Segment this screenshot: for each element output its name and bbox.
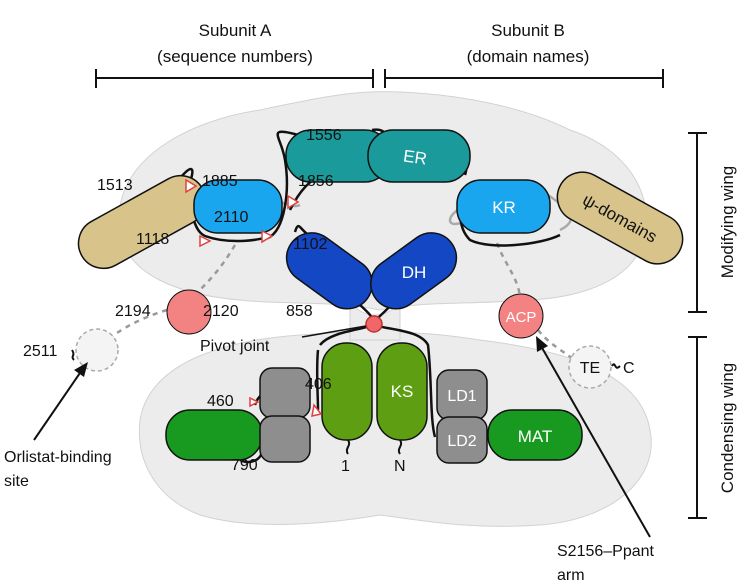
- seq-460: 460: [207, 393, 234, 410]
- condensing-wing-label: Condensing wing: [718, 363, 737, 493]
- subunit-a-subtitle: (sequence numbers): [157, 47, 313, 66]
- te-label: TE: [580, 360, 600, 377]
- ld2-domain-subunit-a: [259, 415, 311, 463]
- seq-2120: 2120: [203, 303, 239, 320]
- seq-1118: 1118: [136, 231, 169, 248]
- ppant-label-line1: S2156–Ppant: [557, 543, 655, 560]
- annotation-orlistat: Orlistat-binding site: [4, 362, 112, 490]
- ld1-domain-subunit-a: [259, 367, 311, 419]
- subunit-a-title: Subunit A: [199, 21, 272, 40]
- seq-858: 858: [286, 303, 313, 320]
- sequence-number-labels: 1556 1856 1885 1513 2110 1118 1102 2194 …: [23, 127, 635, 475]
- mat-domain-subunit-b: MAT: [487, 409, 583, 461]
- dh-domain-subunit-a: [285, 232, 373, 310]
- te-domain: TE: [568, 345, 621, 389]
- modifying-wing-bracket: Modifying wing: [688, 132, 737, 313]
- seq-790: 790: [231, 457, 258, 474]
- termini-squiggles: [345, 439, 403, 455]
- dh-label: DH: [402, 263, 427, 282]
- mat-domain-subunit-a: [165, 409, 263, 461]
- er-label: ER: [402, 146, 428, 168]
- seq-1856: 1856: [298, 173, 334, 190]
- mat-label: MAT: [518, 427, 553, 446]
- kr-domain-subunit-b: KR: [456, 179, 551, 234]
- subunit-a-bracket: [95, 69, 374, 88]
- pivot-joint-marker: [365, 315, 383, 333]
- seq-2110: 2110: [214, 209, 249, 226]
- ld2-domain-subunit-b: LD2: [436, 416, 488, 464]
- ks-domain-subunit-b: KS: [376, 342, 428, 441]
- kr-label: KR: [492, 198, 516, 217]
- seq-1-terminus: 1: [341, 458, 350, 475]
- subunit-b-header: Subunit B (domain names): [384, 21, 664, 88]
- c-terminus: C: [623, 360, 635, 377]
- ks-label: KS: [391, 382, 414, 401]
- modifying-wing-label: Modifying wing: [718, 166, 737, 278]
- annotation-pivot: Pivot joint: [200, 325, 367, 355]
- ld1-label: LD1: [447, 388, 476, 405]
- ld2-label: LD2: [447, 433, 476, 450]
- subunit-b-bracket: [384, 69, 664, 88]
- subunit-b-subtitle: (domain names): [467, 47, 590, 66]
- cleavage-site-markers: [185, 178, 323, 417]
- orlistat-site-marker: [71, 328, 119, 372]
- pivot-joint-label: Pivot joint: [200, 338, 270, 355]
- seq-1102: 1102: [293, 236, 328, 253]
- acp-label: ACP: [506, 309, 537, 326]
- seq-2511: 2511: [23, 343, 58, 360]
- ld1-domain-subunit-b: LD1: [436, 369, 488, 421]
- seq-406: 406: [305, 376, 332, 393]
- condensing-wing-bracket: Condensing wing: [688, 336, 737, 519]
- seq-1556: 1556: [306, 127, 342, 144]
- n-terminus: N: [394, 458, 406, 475]
- ppant-label-line2: arm: [557, 567, 585, 584]
- subunit-b-title: Subunit B: [491, 21, 565, 40]
- orlistat-label-line1: Orlistat-binding: [4, 449, 112, 466]
- seq-1513: 1513: [97, 177, 133, 194]
- annotation-ppant: S2156–Ppant arm: [536, 336, 655, 584]
- acp-domain-subunit-a: [166, 289, 212, 335]
- subunit-a-header: Subunit A (sequence numbers): [95, 21, 374, 88]
- ks-domain-subunit-a: [321, 342, 373, 441]
- acp-domain-subunit-b: ACP: [498, 293, 544, 339]
- orlistat-label-line2: site: [4, 473, 29, 490]
- seq-1885: 1885: [202, 173, 238, 190]
- dh-domain-subunit-b: DH: [370, 232, 458, 310]
- kr-domain-subunit-a: [193, 179, 283, 234]
- er-domain-subunit-b: ER: [367, 129, 471, 183]
- seq-2194: 2194: [115, 303, 151, 320]
